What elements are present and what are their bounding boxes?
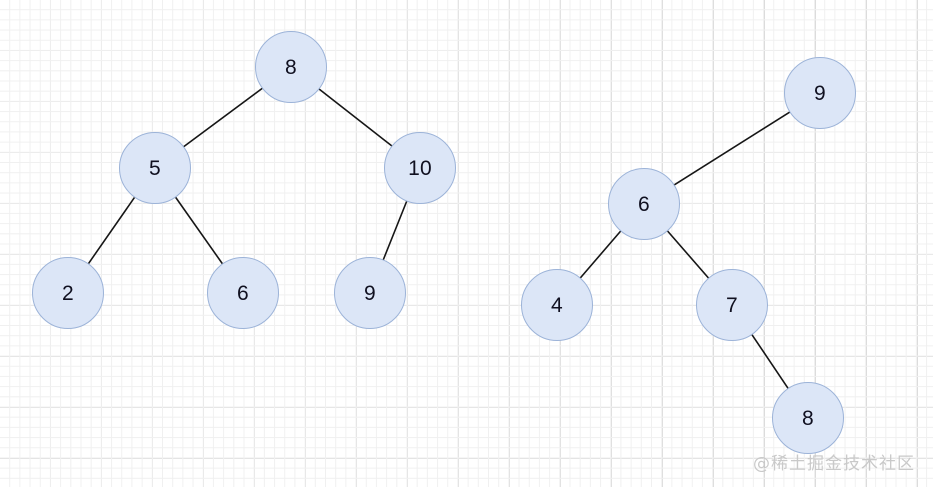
tree-edge-10-9 <box>382 199 408 262</box>
tree-node-label: 6 <box>638 192 650 216</box>
tree-node-label: 4 <box>551 293 563 317</box>
tree-node-label: 8 <box>285 55 297 79</box>
tree-edge-8-10 <box>317 87 394 148</box>
tree-node-left-tree-n1[interactable]: 8 <box>255 31 327 103</box>
tree-edge-5-2 <box>87 195 136 266</box>
tree-edge-6-7 <box>666 229 710 280</box>
tree-node-left-tree-n2[interactable]: 5 <box>119 132 191 204</box>
tree-node-label: 6 <box>237 281 249 305</box>
tree-node-label: 2 <box>62 281 74 305</box>
tree-edge-5-6 <box>174 195 224 266</box>
tree-edge-7-8 <box>750 333 790 390</box>
tree-node-left-tree-n6[interactable]: 9 <box>334 257 406 329</box>
tree-node-label: 9 <box>364 281 376 305</box>
tree-node-right-tree-m5[interactable]: 8 <box>772 382 844 454</box>
tree-node-label: 10 <box>408 156 432 180</box>
tree-edge-6-4 <box>579 229 622 280</box>
tree-edge-8-5 <box>182 87 264 148</box>
tree-node-left-tree-n4[interactable]: 2 <box>32 257 104 329</box>
tree-node-right-tree-m4[interactable]: 7 <box>696 269 768 341</box>
watermark-text: @稀土掘金技术社区 <box>753 454 915 474</box>
tree-node-label: 7 <box>726 293 738 317</box>
tree-node-right-tree-m3[interactable]: 4 <box>521 269 593 341</box>
tree-node-left-tree-n5[interactable]: 6 <box>207 257 279 329</box>
tree-node-label: 5 <box>149 156 161 180</box>
tree-node-right-tree-m2[interactable]: 6 <box>608 168 680 240</box>
tree-node-left-tree-n3[interactable]: 10 <box>384 132 456 204</box>
tree-node-label: 9 <box>814 81 826 105</box>
tree-node-right-tree-m1[interactable]: 9 <box>784 57 856 129</box>
tree-edge-9-6 <box>672 110 792 187</box>
tree-node-label: 8 <box>802 406 814 430</box>
